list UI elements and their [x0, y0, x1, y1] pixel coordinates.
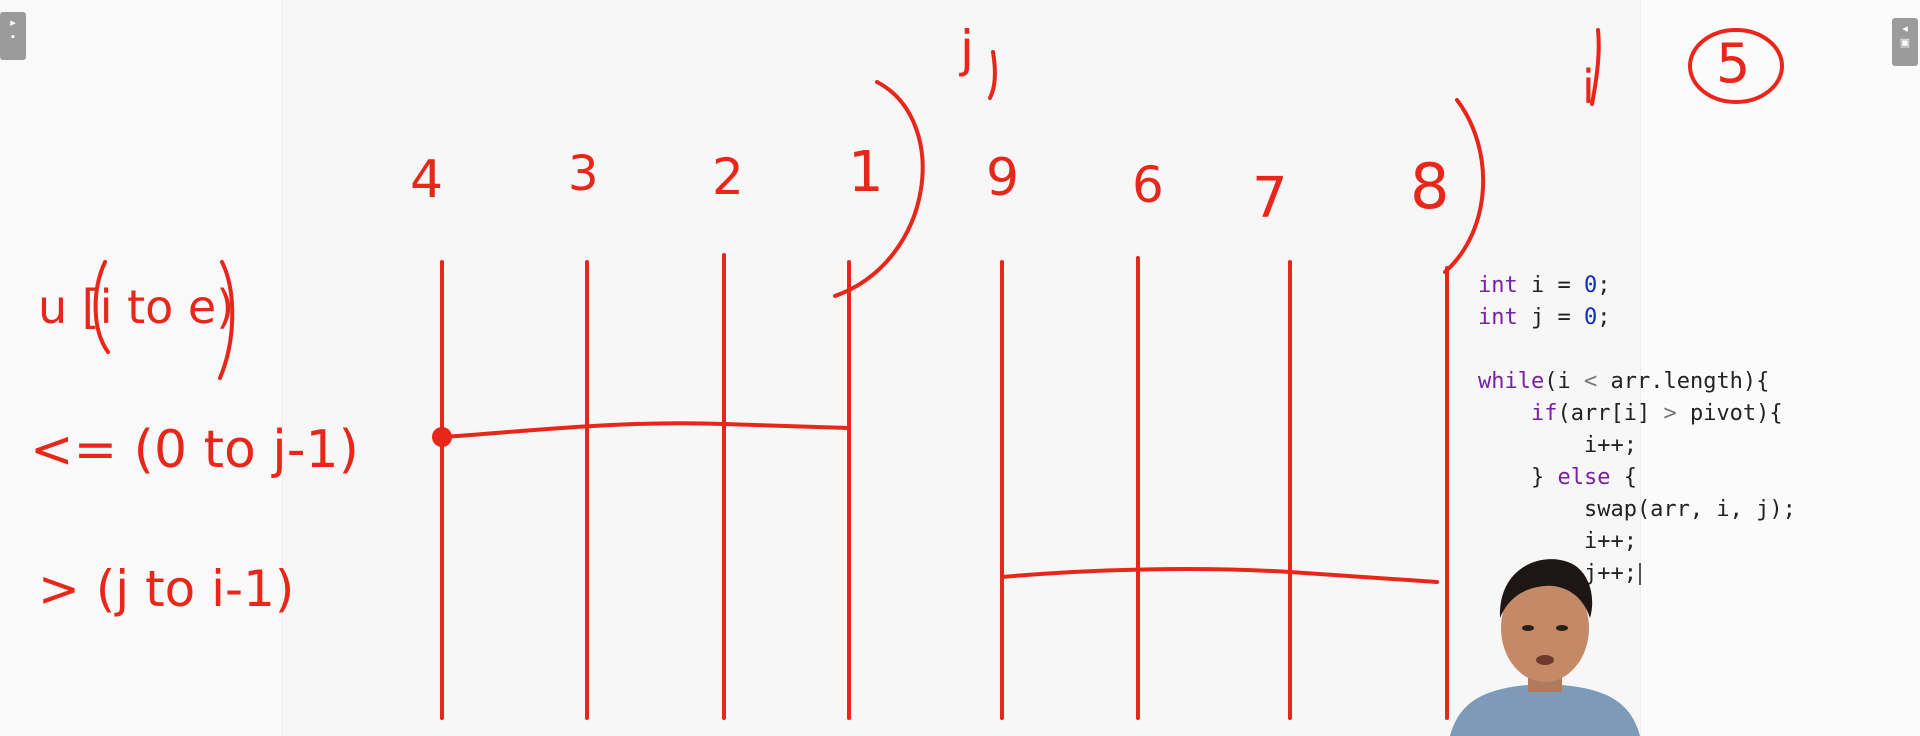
partition-dot — [432, 427, 452, 447]
j-pointer-label: j — [960, 20, 974, 78]
array-value-3: 1 — [848, 140, 884, 205]
array-value-2: 2 — [712, 148, 744, 206]
i-pointer-mark — [1590, 28, 1601, 106]
code-line — [1478, 334, 1878, 366]
note1-bracket-open — [93, 260, 110, 354]
array-value-4: 9 — [986, 148, 1020, 208]
presenter-webcam — [1450, 548, 1640, 736]
step-circle — [1688, 28, 1784, 104]
bracket-1 — [833, 80, 925, 298]
right-margin-strip — [1640, 0, 1920, 736]
palette-tool-icon[interactable]: ◂▣ — [1892, 18, 1918, 66]
code-line: while(i < arr.length){ — [1478, 369, 1770, 394]
code-line: int j = 0; — [1478, 305, 1611, 330]
left-margin-strip — [0, 0, 283, 736]
array-value-1: 3 — [568, 146, 599, 202]
array-value-7: 8 — [1410, 150, 1450, 223]
code-line: int i = 0; — [1478, 273, 1611, 298]
array-value-6: 7 — [1252, 166, 1288, 231]
note-range-unknown: u [i to e) — [38, 280, 235, 334]
text-cursor — [1638, 563, 1641, 585]
pen-tool-icon[interactable]: ▸▪ — [0, 12, 26, 60]
note1-bracket-close — [218, 260, 235, 380]
code-line: } else { — [1478, 465, 1637, 490]
code-line: i++; — [1478, 433, 1637, 458]
presenter-figure — [1450, 559, 1640, 736]
code-line: swap(arr, i, j); — [1478, 497, 1796, 522]
code-snippet: int i = 0; int j = 0; while(i < arr.leng… — [1478, 270, 1878, 590]
code-line: if(arr[i] > pivot){ — [1530, 401, 1783, 426]
note-range-gt: > (j to i-1) — [38, 560, 295, 618]
j-pointer-mark — [988, 50, 997, 100]
code-line: i++; — [1478, 529, 1637, 554]
array-value-5: 6 — [1132, 156, 1164, 214]
lte-partition — [440, 421, 851, 439]
i-pointer-label: i — [1582, 60, 1595, 114]
gt-partition — [1000, 567, 1439, 584]
note-range-lte: <= (0 to j-1) — [30, 420, 359, 480]
bracket-2 — [1443, 98, 1486, 274]
step-number: 5 — [1716, 32, 1751, 95]
code-line: j++; — [1478, 558, 1878, 590]
array-value-0: 4 — [410, 150, 444, 210]
